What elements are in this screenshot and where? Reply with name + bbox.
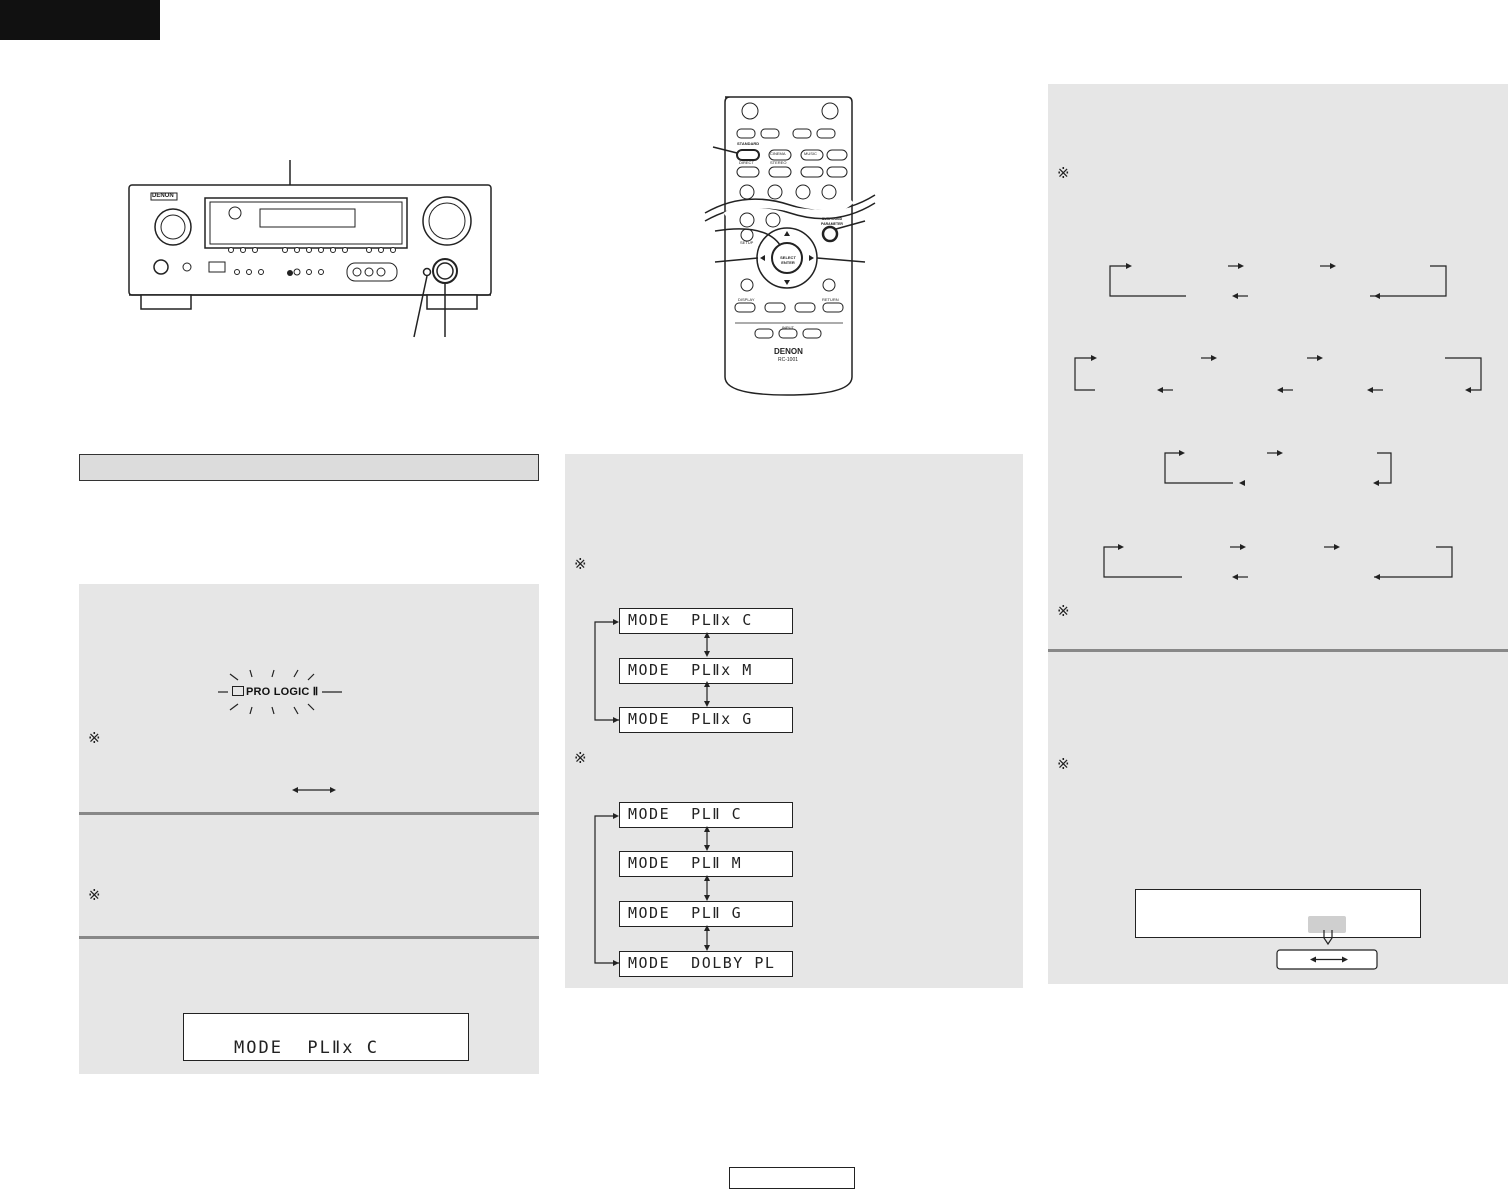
- note-mark: ※: [88, 887, 101, 904]
- lcd-mode-plIIx-g: MODE PLⅡx G: [619, 707, 793, 733]
- note-mark: ※: [88, 730, 101, 747]
- mode-cycle-arrows-2: [594, 813, 710, 966]
- step-separator: [79, 936, 539, 939]
- remote-model-label: RC-1001: [778, 357, 799, 363]
- remote-label-standard: STANDARD: [737, 141, 760, 146]
- note-mark: ※: [574, 556, 587, 573]
- remote-label-stereo: STEREO: [770, 160, 787, 165]
- step-panel-right: [1048, 84, 1508, 984]
- section-tab: [0, 0, 160, 40]
- remote-label-cinema: CINEMA: [770, 151, 786, 156]
- lcd-mode-dolby-pl: MODE DOLBY PL: [619, 951, 793, 977]
- receiver-brand-logo: DENON: [152, 193, 174, 199]
- pro-logic-indicator-rays: [218, 669, 342, 715]
- lcd-mode-plII-c: MODE PLⅡ C: [619, 802, 793, 828]
- lcd-mode-plIIx-m: MODE PLⅡx M: [619, 658, 793, 684]
- mode-cycle-arrows-1: [594, 619, 710, 723]
- parameter-value-highlight: [1308, 916, 1346, 933]
- remote-label-return: RETURN: [822, 297, 839, 302]
- remote-label-select-enter: SELECT ENTER: [780, 255, 796, 265]
- remote-label-direct: DIRECT: [739, 160, 754, 165]
- note-mark: ※: [1057, 603, 1070, 620]
- remote-label-input: INPUT: [782, 325, 794, 330]
- dolby-double-d-icon: [232, 686, 244, 696]
- remote-label-surround-parameter: SURROUND PARAMETER: [821, 217, 843, 226]
- step-separator: [79, 812, 539, 815]
- lcd-mode-plII-m: MODE PLⅡ M: [619, 851, 793, 877]
- remote-label-display: DISPLAY: [738, 297, 755, 302]
- receiver-illustration: [128, 160, 492, 338]
- double-arrow-icon: [292, 787, 336, 793]
- pro-logic-indicator: PRO LOGIC Ⅱ: [232, 685, 318, 698]
- cycle-diagram-1: [1109, 263, 1447, 299]
- page-number-box: [729, 1167, 855, 1189]
- note-mark: ※: [1057, 165, 1070, 182]
- parameter-display: [1135, 889, 1421, 938]
- cycle-diagram-2: [1074, 355, 1482, 393]
- remote-illustration: [704, 96, 876, 396]
- front-display-text: MODE PLⅡx C: [234, 1038, 379, 1058]
- lcd-mode-plII-g: MODE PLⅡ G: [619, 901, 793, 927]
- front-display: MODE PLⅡx C: [183, 1013, 469, 1061]
- parameter-adjust-callout: [1276, 930, 1378, 970]
- lcd-mode-plIIx-c: MODE PLⅡx C: [619, 608, 793, 634]
- cycle-diagram-4: [1103, 544, 1453, 580]
- cycle-diagram-3: [1164, 450, 1392, 486]
- remote-brand-logo: DENON: [774, 347, 803, 356]
- pro-logic-label: PRO LOGIC Ⅱ: [246, 686, 319, 698]
- step-separator: [1048, 649, 1508, 652]
- step-panel-left: [79, 584, 539, 1074]
- remote-label-music: MUSIC: [804, 151, 817, 156]
- section-heading-bar: [79, 454, 539, 481]
- note-mark: ※: [1057, 756, 1070, 773]
- note-mark: ※: [574, 750, 587, 767]
- remote-label-setup: SETUP: [740, 240, 754, 245]
